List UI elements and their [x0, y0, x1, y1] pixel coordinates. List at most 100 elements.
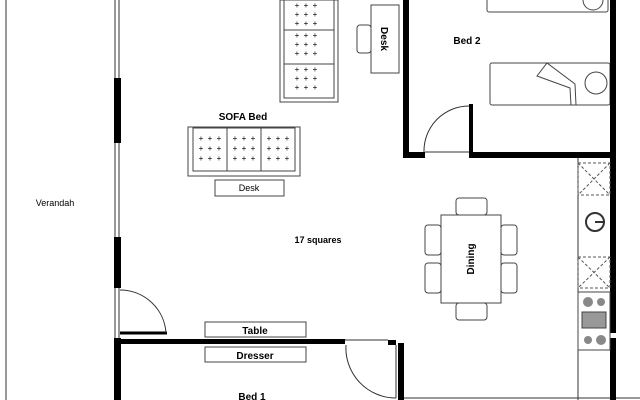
cushion-plus-mark: + — [295, 19, 300, 28]
cushion-plus-mark: + — [233, 134, 238, 143]
cushion-plus-mark: + — [267, 134, 272, 143]
cushion-plus-mark: + — [276, 154, 281, 163]
dining-table — [440, 214, 502, 304]
cushion-plus-mark: + — [233, 154, 238, 163]
cushion-plus-mark: + — [295, 10, 300, 19]
wall-segment-left — [114, 237, 121, 288]
cushion-plus-mark: + — [313, 49, 318, 58]
cushion-plus-mark: + — [313, 10, 318, 19]
sofa-top: +++++++++++++++++++++++++++ — [279, 0, 339, 103]
cushion-plus-mark: + — [199, 144, 204, 153]
cushion-plus-mark: + — [208, 144, 213, 153]
cushion-plus-mark: + — [242, 134, 247, 143]
cushion-plus-mark: + — [295, 74, 300, 83]
desk-chair — [356, 24, 372, 54]
cushion-plus-mark: + — [304, 49, 309, 58]
bed2-door[interactable] — [423, 105, 470, 153]
cushion-plus-mark: + — [233, 144, 238, 153]
bed2-bottom-wall-right — [469, 152, 615, 158]
kitchen-bench — [577, 158, 611, 400]
front-door[interactable] — [119, 289, 167, 335]
table-label: Table — [242, 326, 268, 337]
cushion-plus-mark: + — [295, 31, 300, 40]
single-bed-top — [486, 0, 609, 13]
cushion-plus-mark: + — [267, 144, 272, 153]
table — [204, 321, 307, 338]
cushion-plus-mark: + — [285, 134, 290, 143]
area-label: 17 squares — [294, 235, 341, 245]
cushion-plus-mark: + — [217, 134, 222, 143]
chair — [455, 302, 488, 321]
cushion-plus-mark: + — [208, 154, 213, 163]
cushion-plus-mark: + — [251, 144, 256, 153]
window-post — [114, 78, 121, 143]
cushion-plus-mark: + — [313, 19, 318, 28]
cushion-plus-mark: + — [304, 10, 309, 19]
right-wall-lower — [610, 338, 616, 400]
cushion-plus-mark: + — [208, 134, 213, 143]
door-swing-arc — [119, 289, 167, 334]
verandah: Verandah — [5, 0, 121, 400]
cushion-plus-mark: + — [313, 1, 318, 10]
chair — [500, 262, 518, 294]
dining-set — [424, 197, 518, 321]
door-swing-arc — [345, 344, 397, 399]
cushion-plus-mark: + — [199, 154, 204, 163]
cushion-plus-mark: + — [285, 144, 290, 153]
cushion-plus-mark: + — [313, 40, 318, 49]
chair — [424, 224, 442, 256]
cupboard-x — [577, 162, 611, 196]
desk-living — [214, 179, 285, 197]
desk-living-label: Desk — [239, 183, 260, 193]
cupboard-x-2 — [577, 256, 611, 289]
cushion-plus-mark: + — [304, 31, 309, 40]
single-bed-lower — [489, 62, 611, 106]
dining-label: Dining — [466, 243, 477, 274]
cushion-plus-mark: + — [313, 31, 318, 40]
door-swing-arc — [423, 105, 470, 153]
cushion-plus-mark: + — [276, 134, 281, 143]
cushion-plus-mark: + — [199, 134, 204, 143]
sofa-cushion-pattern: +++++++++++++++++++++++++++ — [295, 1, 318, 92]
chair — [455, 197, 488, 216]
cushion-plus-mark: + — [251, 154, 256, 163]
sofa-bed-cushion-pattern: +++++++++++++++++++++++++++ — [199, 134, 290, 163]
desk-top — [370, 4, 400, 74]
bed1-label: Bed 1 — [238, 392, 266, 400]
dresser — [204, 346, 307, 363]
cushion-plus-mark: + — [242, 154, 247, 163]
cushion-plus-mark: + — [285, 154, 290, 163]
cushion-plus-mark: + — [313, 83, 318, 92]
chair — [424, 262, 442, 294]
cushion-plus-mark: + — [304, 19, 309, 28]
cushion-plus-mark: + — [295, 40, 300, 49]
cushion-plus-mark: + — [313, 74, 318, 83]
sofa-bed: +++++++++++++++++++++++++++ — [187, 126, 301, 177]
bed2-label: Bed 2 — [453, 36, 481, 47]
cushion-plus-mark: + — [295, 65, 300, 74]
cushion-plus-mark: + — [267, 154, 272, 163]
desk-top-label: Desk — [378, 27, 389, 51]
cushion-plus-mark: + — [304, 83, 309, 92]
bed2-left-wall — [403, 0, 409, 157]
bed1-top-wall — [117, 339, 345, 344]
cushion-plus-mark: + — [304, 1, 309, 10]
verandah-label: Verandah — [36, 198, 75, 208]
cushion-plus-mark: + — [304, 74, 309, 83]
cushion-plus-mark: + — [304, 40, 309, 49]
cushion-plus-mark: + — [217, 154, 222, 163]
bed1-door[interactable] — [345, 344, 397, 399]
right-wall — [610, 0, 616, 333]
wall-segment-left-lower — [114, 338, 121, 400]
cushion-plus-mark: + — [295, 83, 300, 92]
cushion-plus-mark: + — [276, 144, 281, 153]
stove-icon — [577, 291, 611, 351]
cushion-plus-mark: + — [251, 134, 256, 143]
bed2-bottom-wall-left — [403, 152, 425, 158]
bed1-right-wall — [398, 343, 404, 400]
cushion-plus-mark: + — [217, 144, 222, 153]
cushion-plus-mark: + — [295, 49, 300, 58]
dresser-label: Dresser — [236, 351, 273, 362]
cushion-plus-mark: + — [313, 65, 318, 74]
